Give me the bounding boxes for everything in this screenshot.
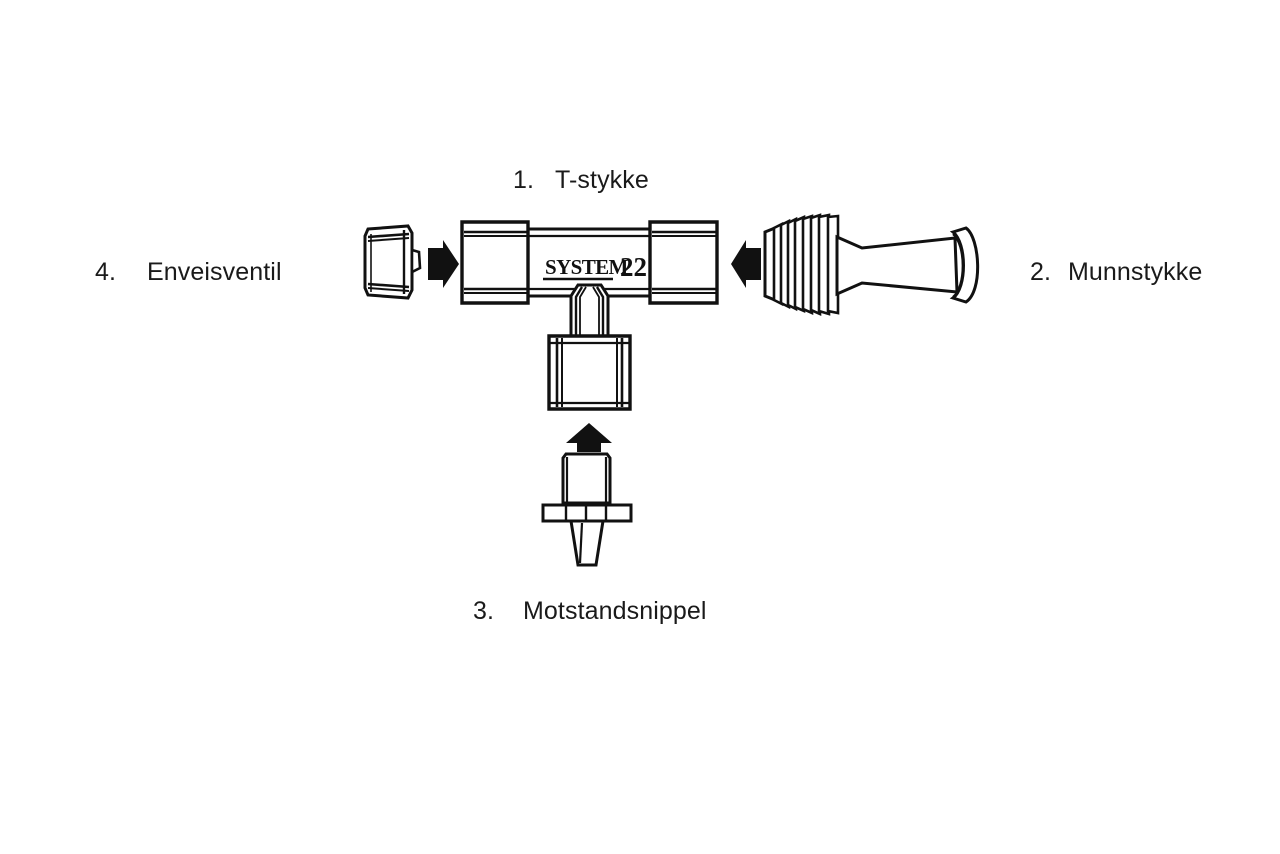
- label-munnstykke-number: 2.: [1030, 258, 1052, 286]
- label-enveisventil-name: Enveisventil: [147, 258, 282, 286]
- label-munnstykke: 2. Munnstykke: [1030, 258, 1202, 287]
- part-t-stykke-drawing: SYSTEM 22: [460, 220, 719, 411]
- label-motstandsnippel-name: Motstandsnippel: [523, 597, 707, 625]
- label-t-stykke-number: 1.: [513, 166, 535, 194]
- part-munnstykke-drawing: [763, 213, 980, 317]
- arrow-valve-to-tee: [428, 240, 459, 288]
- label-motstandsnippel: 3. Motstandsnippel: [473, 597, 707, 626]
- branding-number: 22: [620, 252, 647, 282]
- part-motstandsnippel-drawing: [541, 452, 633, 567]
- label-t-stykke: 1. T-stykke: [513, 166, 649, 195]
- arrow-nipple-to-tee: [566, 423, 612, 452]
- part-enveisventil-drawing: [363, 224, 422, 300]
- system-22-branding: SYSTEM 22: [543, 252, 647, 282]
- arrow-mouthpiece-to-tee: [731, 240, 761, 288]
- label-enveisventil: 4. Enveisventil: [95, 258, 282, 287]
- label-enveisventil-number: 4.: [95, 258, 117, 286]
- branding-word: SYSTEM: [545, 255, 629, 279]
- label-munnstykke-name: Munnstykke: [1068, 258, 1203, 286]
- label-t-stykke-name: T-stykke: [555, 166, 649, 194]
- label-motstandsnippel-number: 3.: [473, 597, 495, 625]
